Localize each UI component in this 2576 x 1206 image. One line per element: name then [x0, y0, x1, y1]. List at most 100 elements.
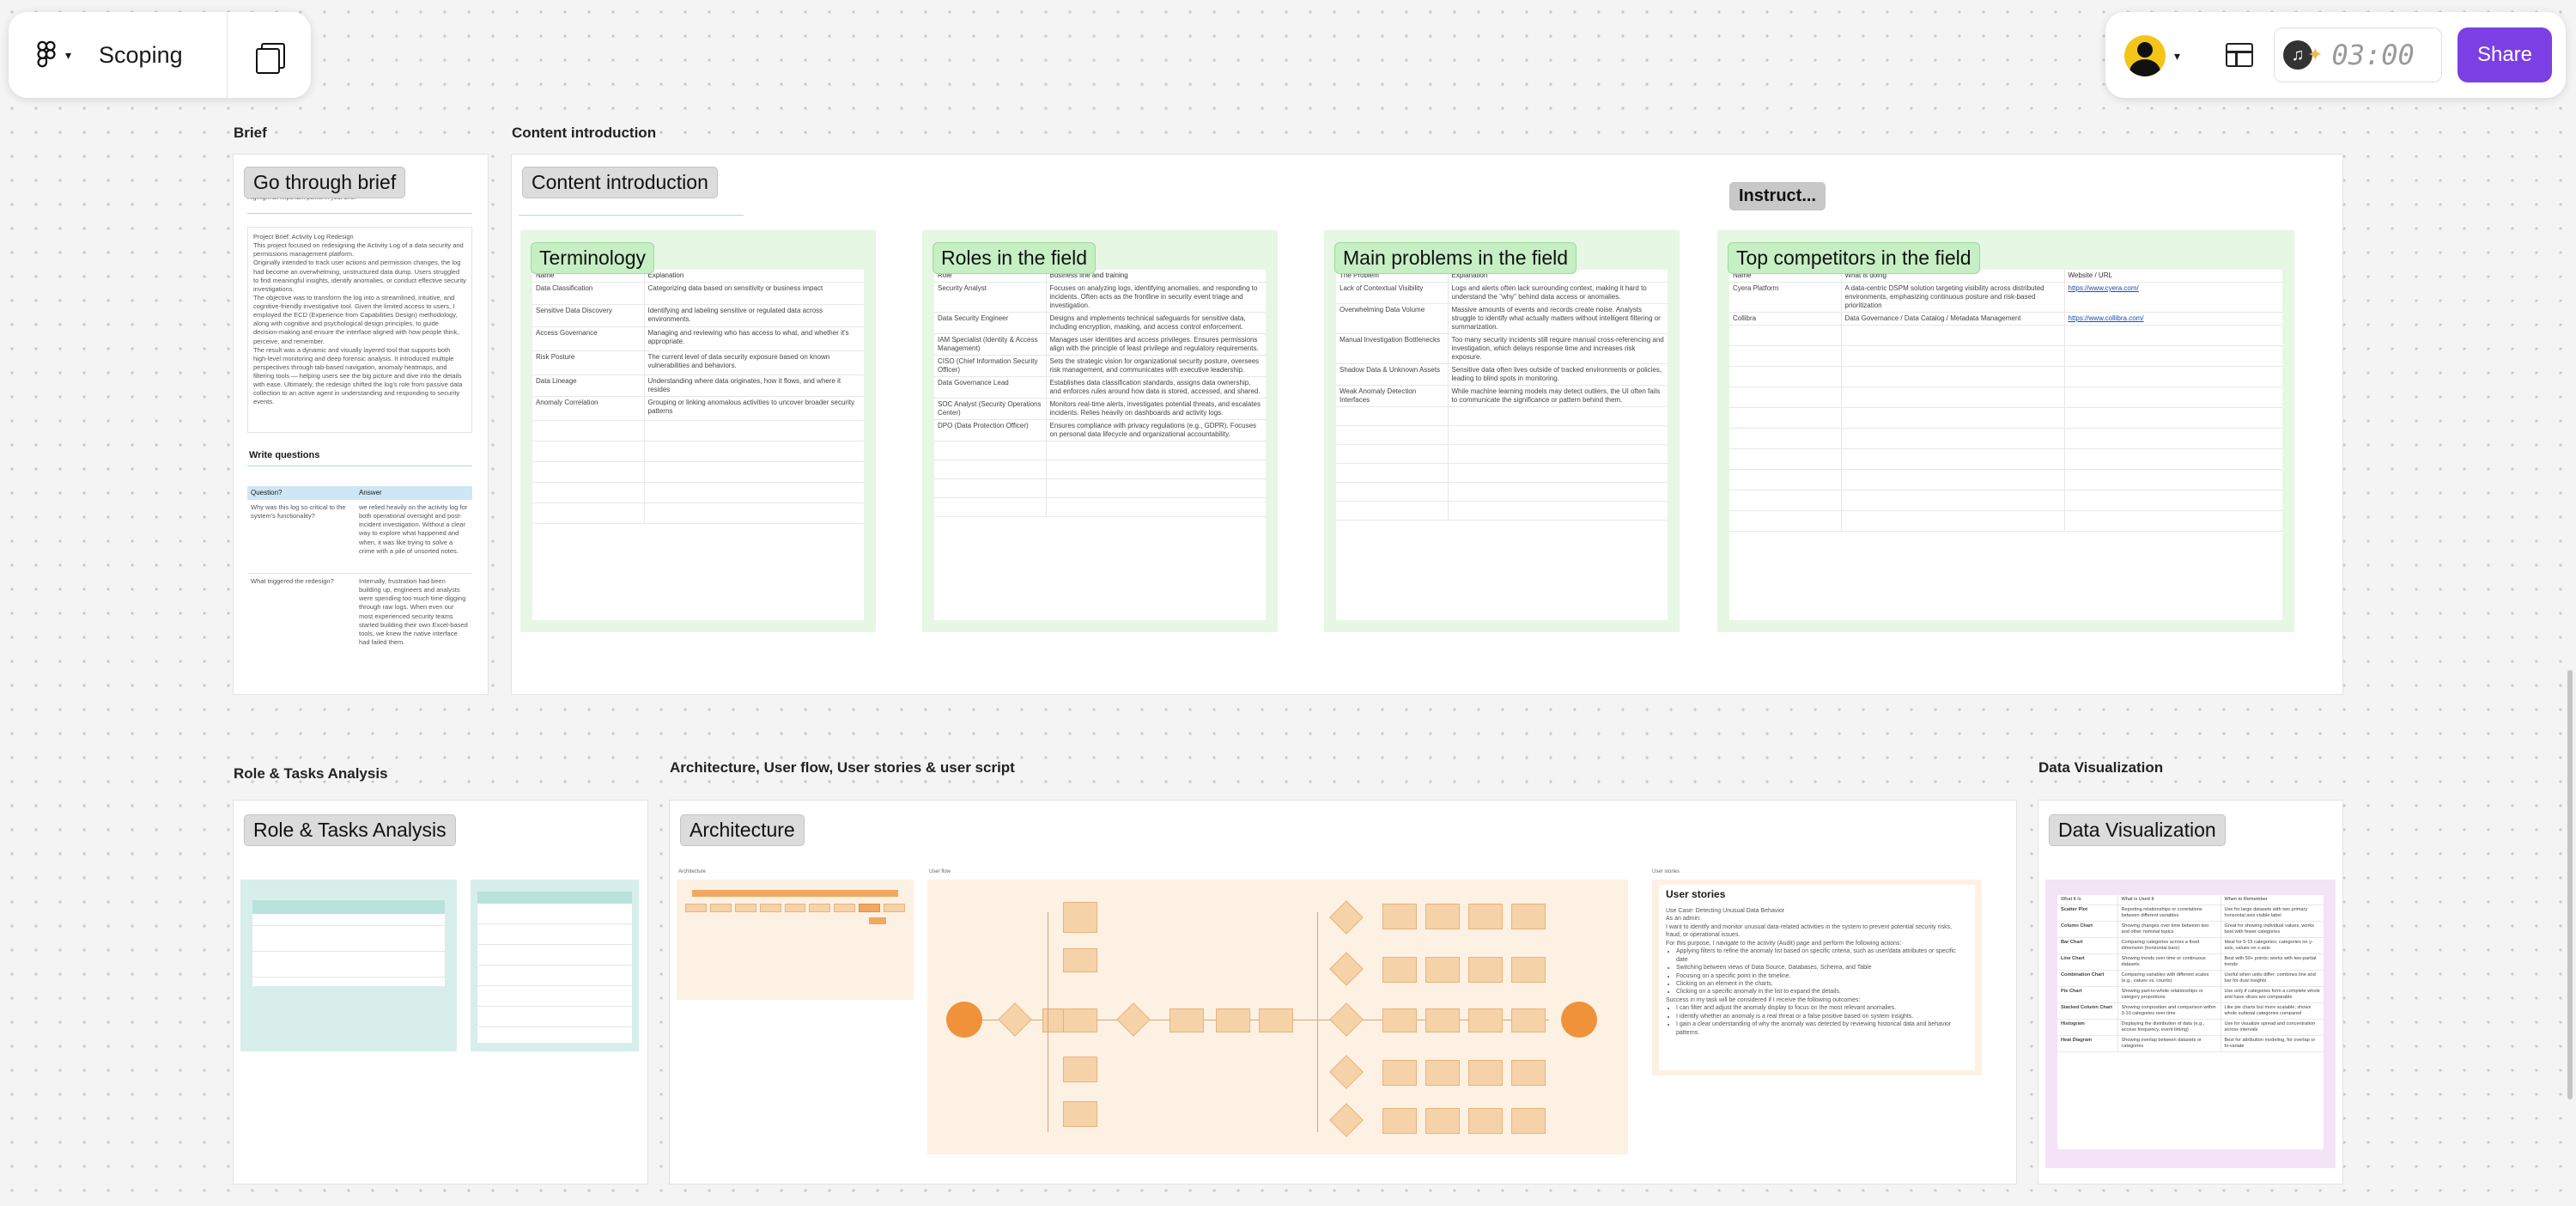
- flow-step-node: [1382, 904, 1417, 929]
- flow-step-node: [1382, 1008, 1417, 1032]
- roles-tasks-frame[interactable]: [234, 801, 647, 1184]
- flow-step-node: [1511, 957, 1546, 983]
- problem-desc: While machine learning models may detect…: [1448, 385, 1668, 407]
- chevron-down-icon: ▾: [65, 47, 72, 62]
- role-name: CISO (Chief Information Security Officer…: [934, 355, 1047, 377]
- role-desc: Monitors real-time alerts, investigates …: [1046, 398, 1266, 420]
- role-name: SOC Analyst (Security Operations Center): [934, 398, 1047, 420]
- brief-label[interactable]: Go through brief: [244, 167, 406, 198]
- layout-icon[interactable]: [2226, 43, 2253, 67]
- arch-frame[interactable]: Architecture User flow: [670, 801, 2016, 1184]
- term-explanation: The current level of data security expos…: [644, 350, 864, 375]
- tasks-mini-table: [477, 892, 632, 1043]
- term-explanation: Grouping or linking anomalous activities…: [644, 396, 864, 421]
- term-name: Access Governance: [532, 326, 645, 351]
- table-row: [934, 497, 1266, 517]
- tasks-mini-row: [477, 904, 632, 924]
- viz-use: Showing changes over time between two an…: [2117, 921, 2221, 938]
- competitors-label[interactable]: Top competitors in the field: [1728, 242, 1980, 274]
- viz-name: Heat Diagram: [2057, 1035, 2118, 1052]
- competitor-desc: Data Governance / Data Catalog / Metadat…: [1841, 312, 2065, 326]
- problem-name: Shadow Data & Unknown Assets: [1336, 363, 1449, 386]
- flow-step-node: [1063, 1101, 1097, 1127]
- success-bullet: I can filter and adjust the anomaly disp…: [1676, 1004, 1968, 1012]
- table-row: [1729, 345, 2282, 367]
- pages-icon[interactable]: [254, 40, 289, 74]
- competitor-name: Cyera Platform: [1729, 282, 1842, 313]
- term-explanation: Identifying and labeling sensitive or re…: [644, 304, 864, 327]
- section-title-dataviz[interactable]: Data Visualization: [2038, 759, 2164, 776]
- answer-col-header: Answer: [359, 489, 382, 496]
- questions-header: Question? Answer: [247, 486, 472, 500]
- story-success-line: Success in my task will be considered if…: [1666, 996, 1861, 1003]
- brief-text-box: Project Brief: Activity Log Redesign Thi…: [247, 227, 472, 433]
- role-desc: Sets the strategic vision for organizati…: [1046, 355, 1266, 377]
- terminology-label[interactable]: Terminology: [531, 242, 654, 274]
- role-name: DPO (Data Protection Officer): [934, 419, 1047, 442]
- problem-name: Weak Anomaly Detection Interfaces: [1336, 385, 1449, 407]
- user-avatar-button[interactable]: ▾: [2124, 35, 2180, 76]
- role-mini-header: [252, 900, 445, 914]
- flow-step-node: [1063, 902, 1097, 933]
- main-menu-button[interactable]: ▾: [36, 40, 71, 70]
- table-row: [532, 502, 864, 524]
- instruct-label[interactable]: Instruct...: [1729, 182, 1826, 210]
- role-name: Data Governance Lead: [934, 376, 1047, 399]
- role-desc: Establishes data classification standard…: [1046, 376, 1266, 399]
- dataviz-label[interactable]: Data Visualization: [2049, 814, 2226, 846]
- music-icon: ♫: [2283, 40, 2312, 70]
- table-row: [1729, 490, 2282, 511]
- table-row: IAM Specialist (Identity & Access Manage…: [934, 333, 1266, 356]
- role-table-card: [240, 880, 457, 1051]
- term-name: Data Classification: [532, 282, 645, 305]
- story-line: For this purpose, I navigate to the acti…: [1666, 940, 1902, 947]
- table-row: [1729, 510, 2282, 532]
- problems-label[interactable]: Main problems in the field: [1334, 242, 1577, 274]
- user-stories-card: User stories Use Case: Detecting Unusual…: [1652, 880, 1982, 1075]
- file-name[interactable]: Scoping: [99, 41, 183, 68]
- user-stories-panel: User stories Use Case: Detecting Unusual…: [1659, 885, 1975, 1070]
- sparkle-icon: ✦: [2307, 44, 2324, 65]
- brief-frame[interactable]: Highlight all important points in your b…: [234, 155, 488, 694]
- content-label[interactable]: Content introduction: [522, 167, 718, 198]
- problem-desc: Too many security incidents still requir…: [1448, 333, 1668, 364]
- section-title-content[interactable]: Content introduction: [512, 125, 657, 141]
- section-title-arch[interactable]: Architecture, User flow, User stories & …: [670, 759, 1015, 776]
- story-bullet: Clicking on an element in the charts.: [1676, 980, 1968, 988]
- viz-note: Ideal for 5-15 categories; categories on…: [2221, 937, 2324, 954]
- term-explanation: Managing and reviewing who has access to…: [644, 326, 864, 351]
- table-row: [532, 420, 864, 442]
- competitor-link[interactable]: https://www.cyera.com/: [2064, 282, 2282, 313]
- timer-widget[interactable]: ♫ ✦ 03:00: [2274, 27, 2442, 82]
- section-title-brief[interactable]: Brief: [234, 125, 267, 141]
- roles-tasks-label[interactable]: Role & Tasks Analysis: [244, 814, 456, 846]
- section-title-roles[interactable]: Role & Tasks Analysis: [234, 765, 388, 782]
- flow-step-node: [1468, 957, 1503, 983]
- competitor-link[interactable]: https://www.collibra.com/: [2064, 312, 2282, 326]
- flow-step-node: [1382, 1060, 1417, 1086]
- viz-name: Combination Chart: [2057, 970, 2118, 987]
- share-button[interactable]: Share: [2458, 27, 2552, 82]
- table-row: [1336, 406, 1668, 426]
- term-explanation: Understanding where data originates, how…: [644, 375, 864, 397]
- roles-field-label[interactable]: Roles in the field: [933, 242, 1097, 274]
- arch-sub-node: [869, 917, 886, 924]
- success-bullet: I identify whether an anomaly is a real …: [1676, 1013, 1968, 1020]
- vertical-scrollbar[interactable]: [2567, 670, 2573, 1099]
- table-row: [934, 460, 1266, 479]
- architecture-label[interactable]: Architecture: [680, 814, 805, 846]
- role-desc: Focuses on analyzing logs, identifying a…: [1046, 282, 1266, 313]
